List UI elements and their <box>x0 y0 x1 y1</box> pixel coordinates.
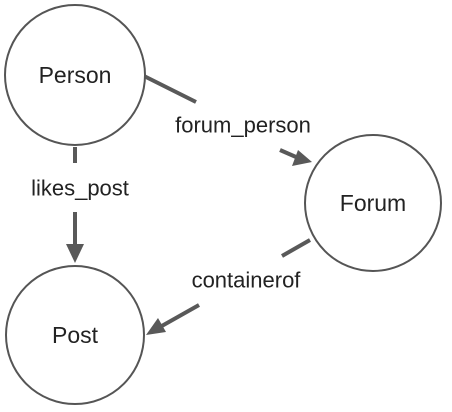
node-forum-circle <box>304 134 442 272</box>
node-post-label: Post <box>52 322 99 348</box>
edge-forum-person-label: forum_person <box>175 113 311 138</box>
edge-containerof-line-start <box>281 238 311 258</box>
node-person-circle <box>4 4 146 146</box>
edge-containerof <box>146 238 311 335</box>
edge-forum-person-line-end <box>279 148 297 159</box>
edge-likes-post-label: likes_post <box>31 176 129 201</box>
edge-forum-person <box>143 74 312 166</box>
edge-containerof-arrowhead <box>146 318 166 335</box>
edge-forum-person-arrowhead <box>292 150 312 166</box>
node-forum[interactable]: Forum <box>304 134 442 272</box>
node-post-circle <box>5 265 145 405</box>
edge-containerof-label: containerof <box>192 268 302 293</box>
node-forum-label: Forum <box>340 190 406 216</box>
node-person-label: Person <box>39 62 112 88</box>
edge-likes-post-arrowhead <box>66 244 84 263</box>
edge-forum-person-line-start <box>143 74 197 104</box>
node-person[interactable]: Person <box>4 4 146 146</box>
node-post[interactable]: Post <box>5 265 145 405</box>
edge-containerof-line-end <box>159 303 200 329</box>
edge-likes-post <box>66 147 84 263</box>
